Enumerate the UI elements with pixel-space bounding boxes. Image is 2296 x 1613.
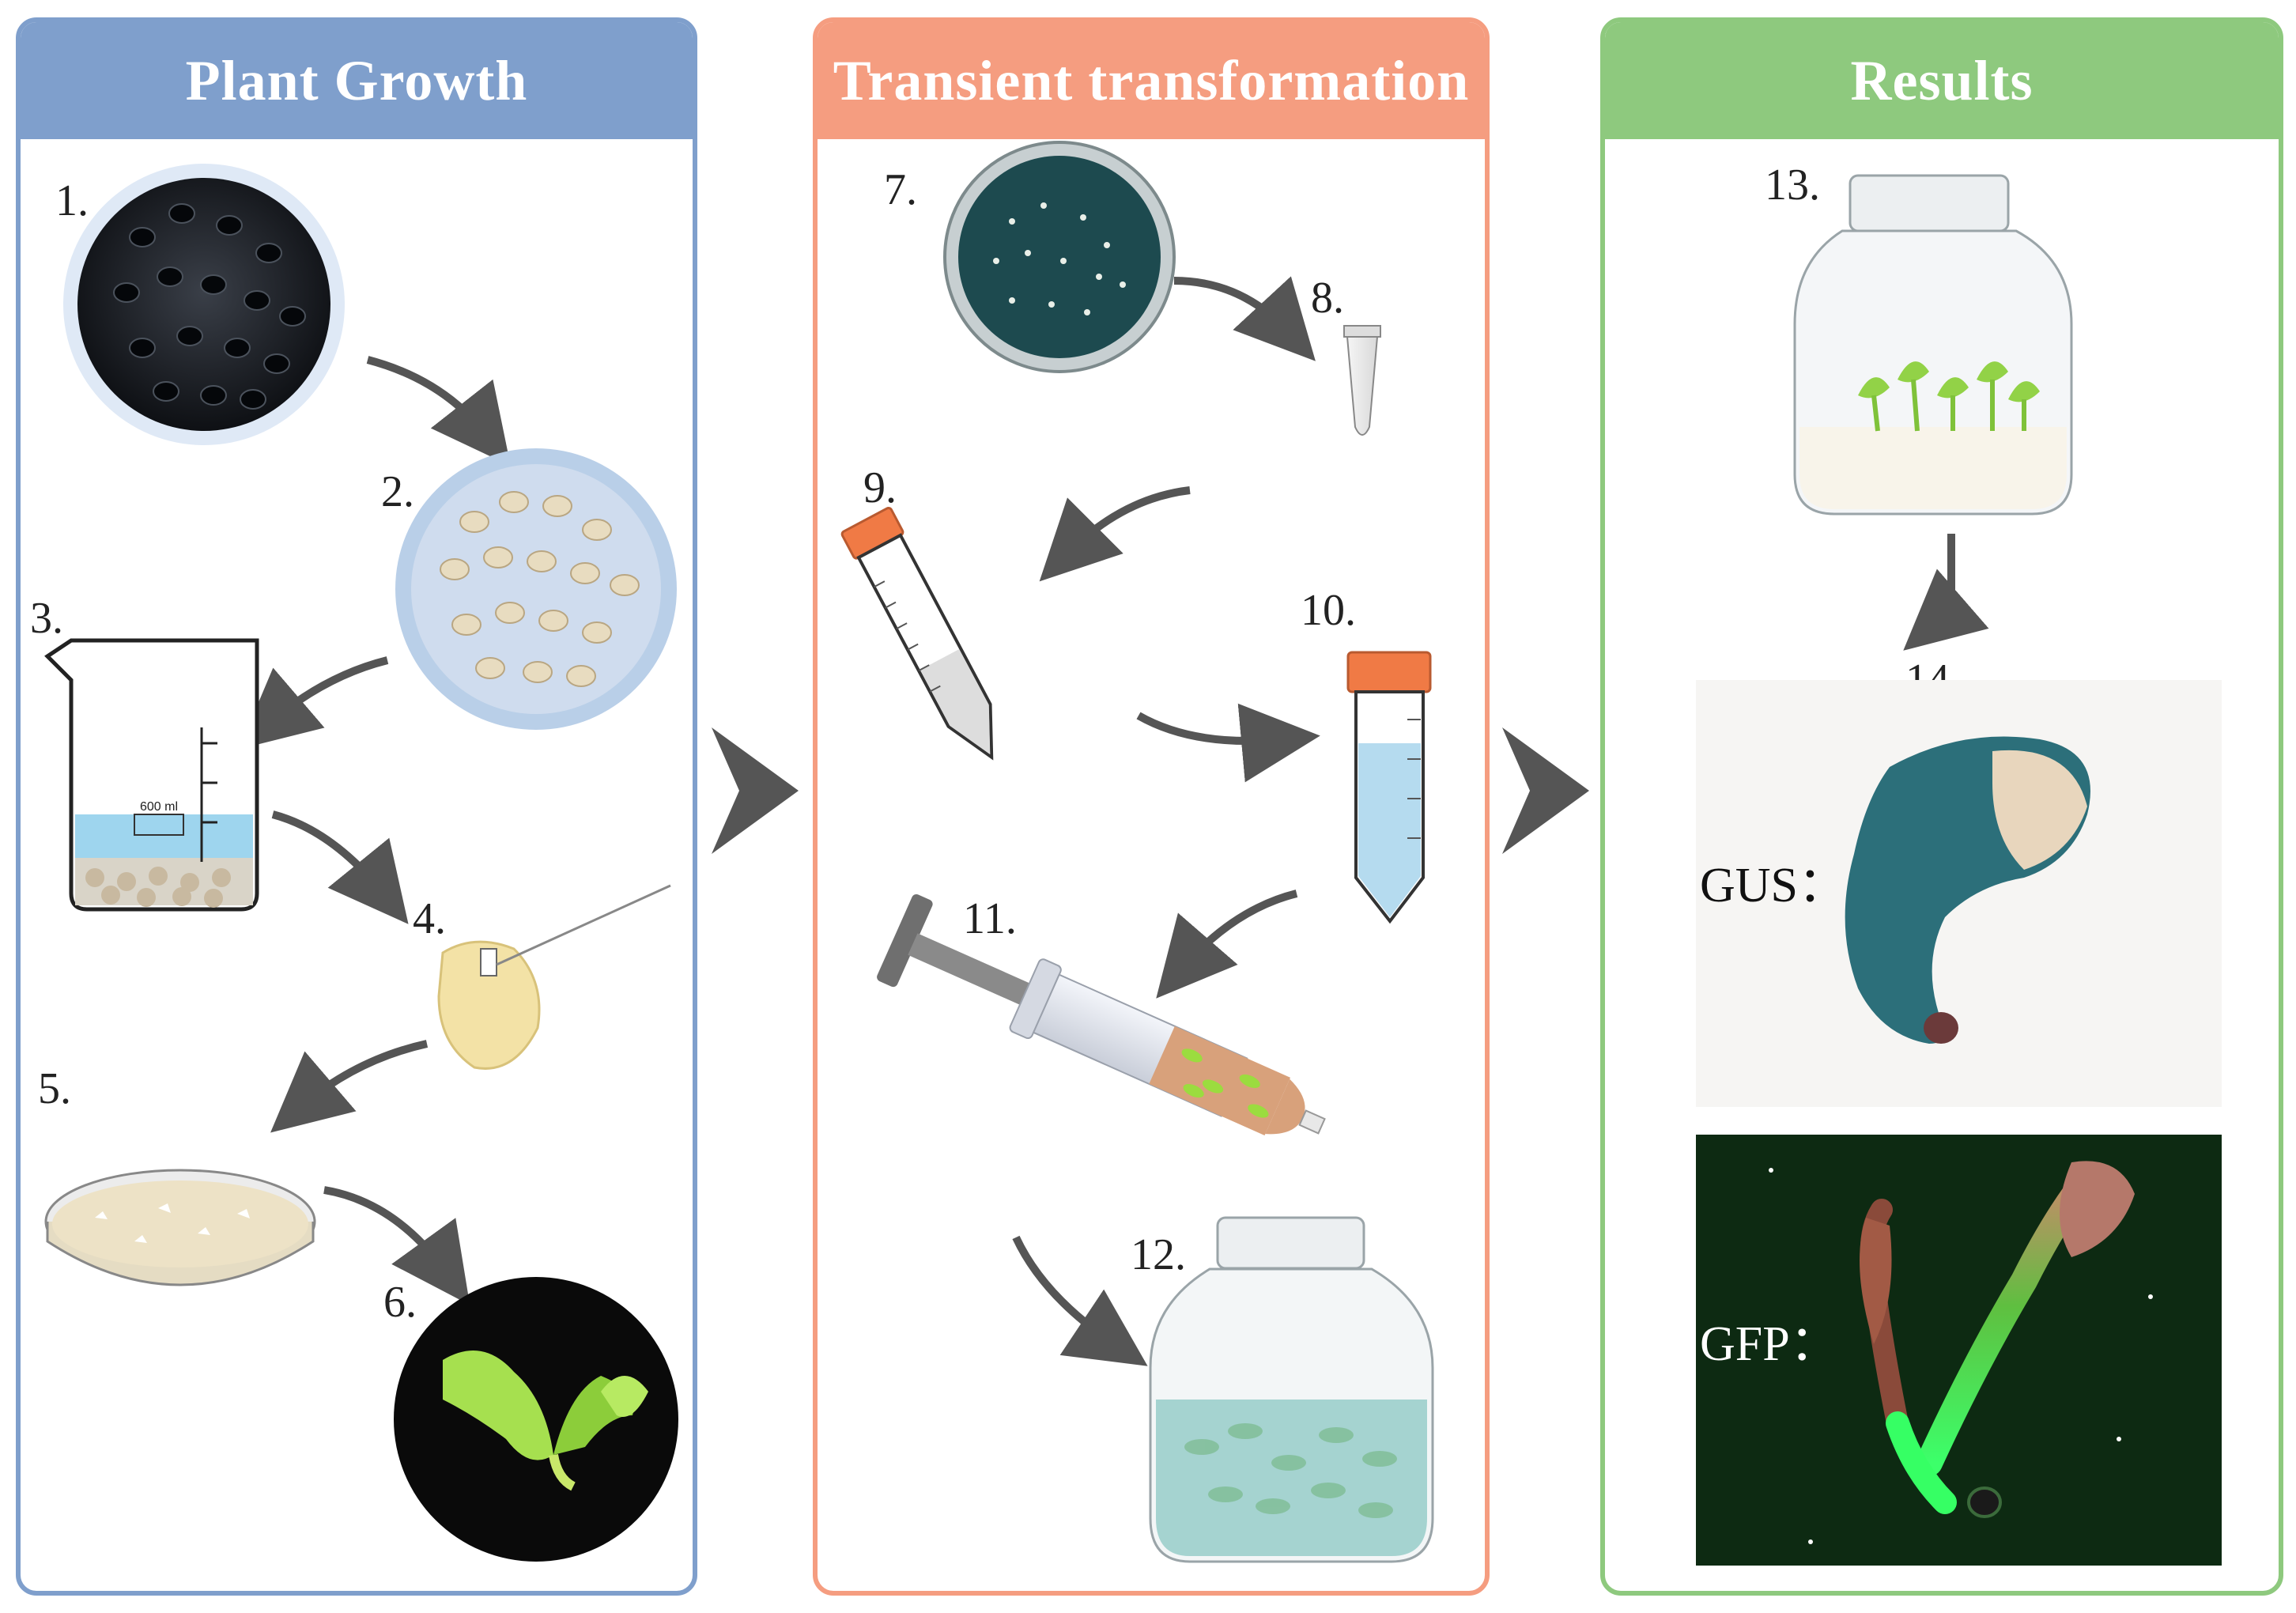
panel-title-results: Results <box>1605 22 2279 139</box>
flow-arrow <box>1136 703 1320 783</box>
gfp-label: GFP： <box>1700 1317 1839 1371</box>
bacterial-culture-plate <box>943 141 1176 373</box>
chevron-right-icon <box>1502 727 1589 854</box>
panel-title-transient-transformation: Transient transformation <box>818 22 1485 139</box>
selection-jar <box>1793 174 2073 516</box>
germinated-seedling-photo <box>394 1277 678 1562</box>
beaker: 600 ml <box>44 638 259 912</box>
centrifuge-tube-tilted <box>840 506 994 761</box>
panel-title-plant-growth: Plant Growth <box>21 22 693 139</box>
step-label: 2. <box>381 467 414 516</box>
step-label: 9. <box>863 463 897 512</box>
step-label: 11. <box>963 894 1017 943</box>
culture-petri-dish <box>44 1169 316 1286</box>
gus-label: GUS： <box>1700 859 1847 912</box>
step-label: 6. <box>383 1278 417 1327</box>
flow-arrow <box>1156 890 1298 999</box>
black-seeds-dish <box>63 164 345 445</box>
flow-arrow <box>323 1186 470 1305</box>
beaker-volume-label: 600 ml <box>140 800 178 814</box>
co-cultivation-jar <box>1149 1216 1434 1563</box>
flow-arrow <box>1903 534 1989 651</box>
seed-explant <box>437 884 671 1070</box>
step-label: 7. <box>884 165 917 214</box>
flow-arrow <box>1039 486 1191 582</box>
microcentrifuge-tube <box>1343 325 1381 436</box>
step-label: 4. <box>413 894 446 943</box>
gus-staining-photo <box>1696 680 2222 1107</box>
flow-arrow <box>366 356 511 467</box>
chevron-right-icon <box>712 727 799 854</box>
step-label: 13. <box>1765 161 1820 210</box>
step-label: 8. <box>1311 274 1344 323</box>
step-label: 5. <box>38 1064 71 1113</box>
step-label: 1. <box>55 176 89 225</box>
flow-arrow <box>239 656 389 750</box>
flow-arrow <box>1012 1235 1148 1366</box>
peeled-seeds-dish <box>395 448 677 730</box>
step-label: 12. <box>1131 1230 1186 1279</box>
step-label: 10. <box>1301 586 1356 635</box>
flow-arrow <box>271 810 409 924</box>
step-label: 3. <box>30 594 63 643</box>
gfp-fluorescence-photo <box>1696 1135 2222 1566</box>
syringe <box>877 893 1326 1135</box>
centrifuge-tube-suspension <box>1346 651 1432 924</box>
flow-arrow <box>270 1040 429 1133</box>
flow-arrow <box>1173 276 1316 361</box>
